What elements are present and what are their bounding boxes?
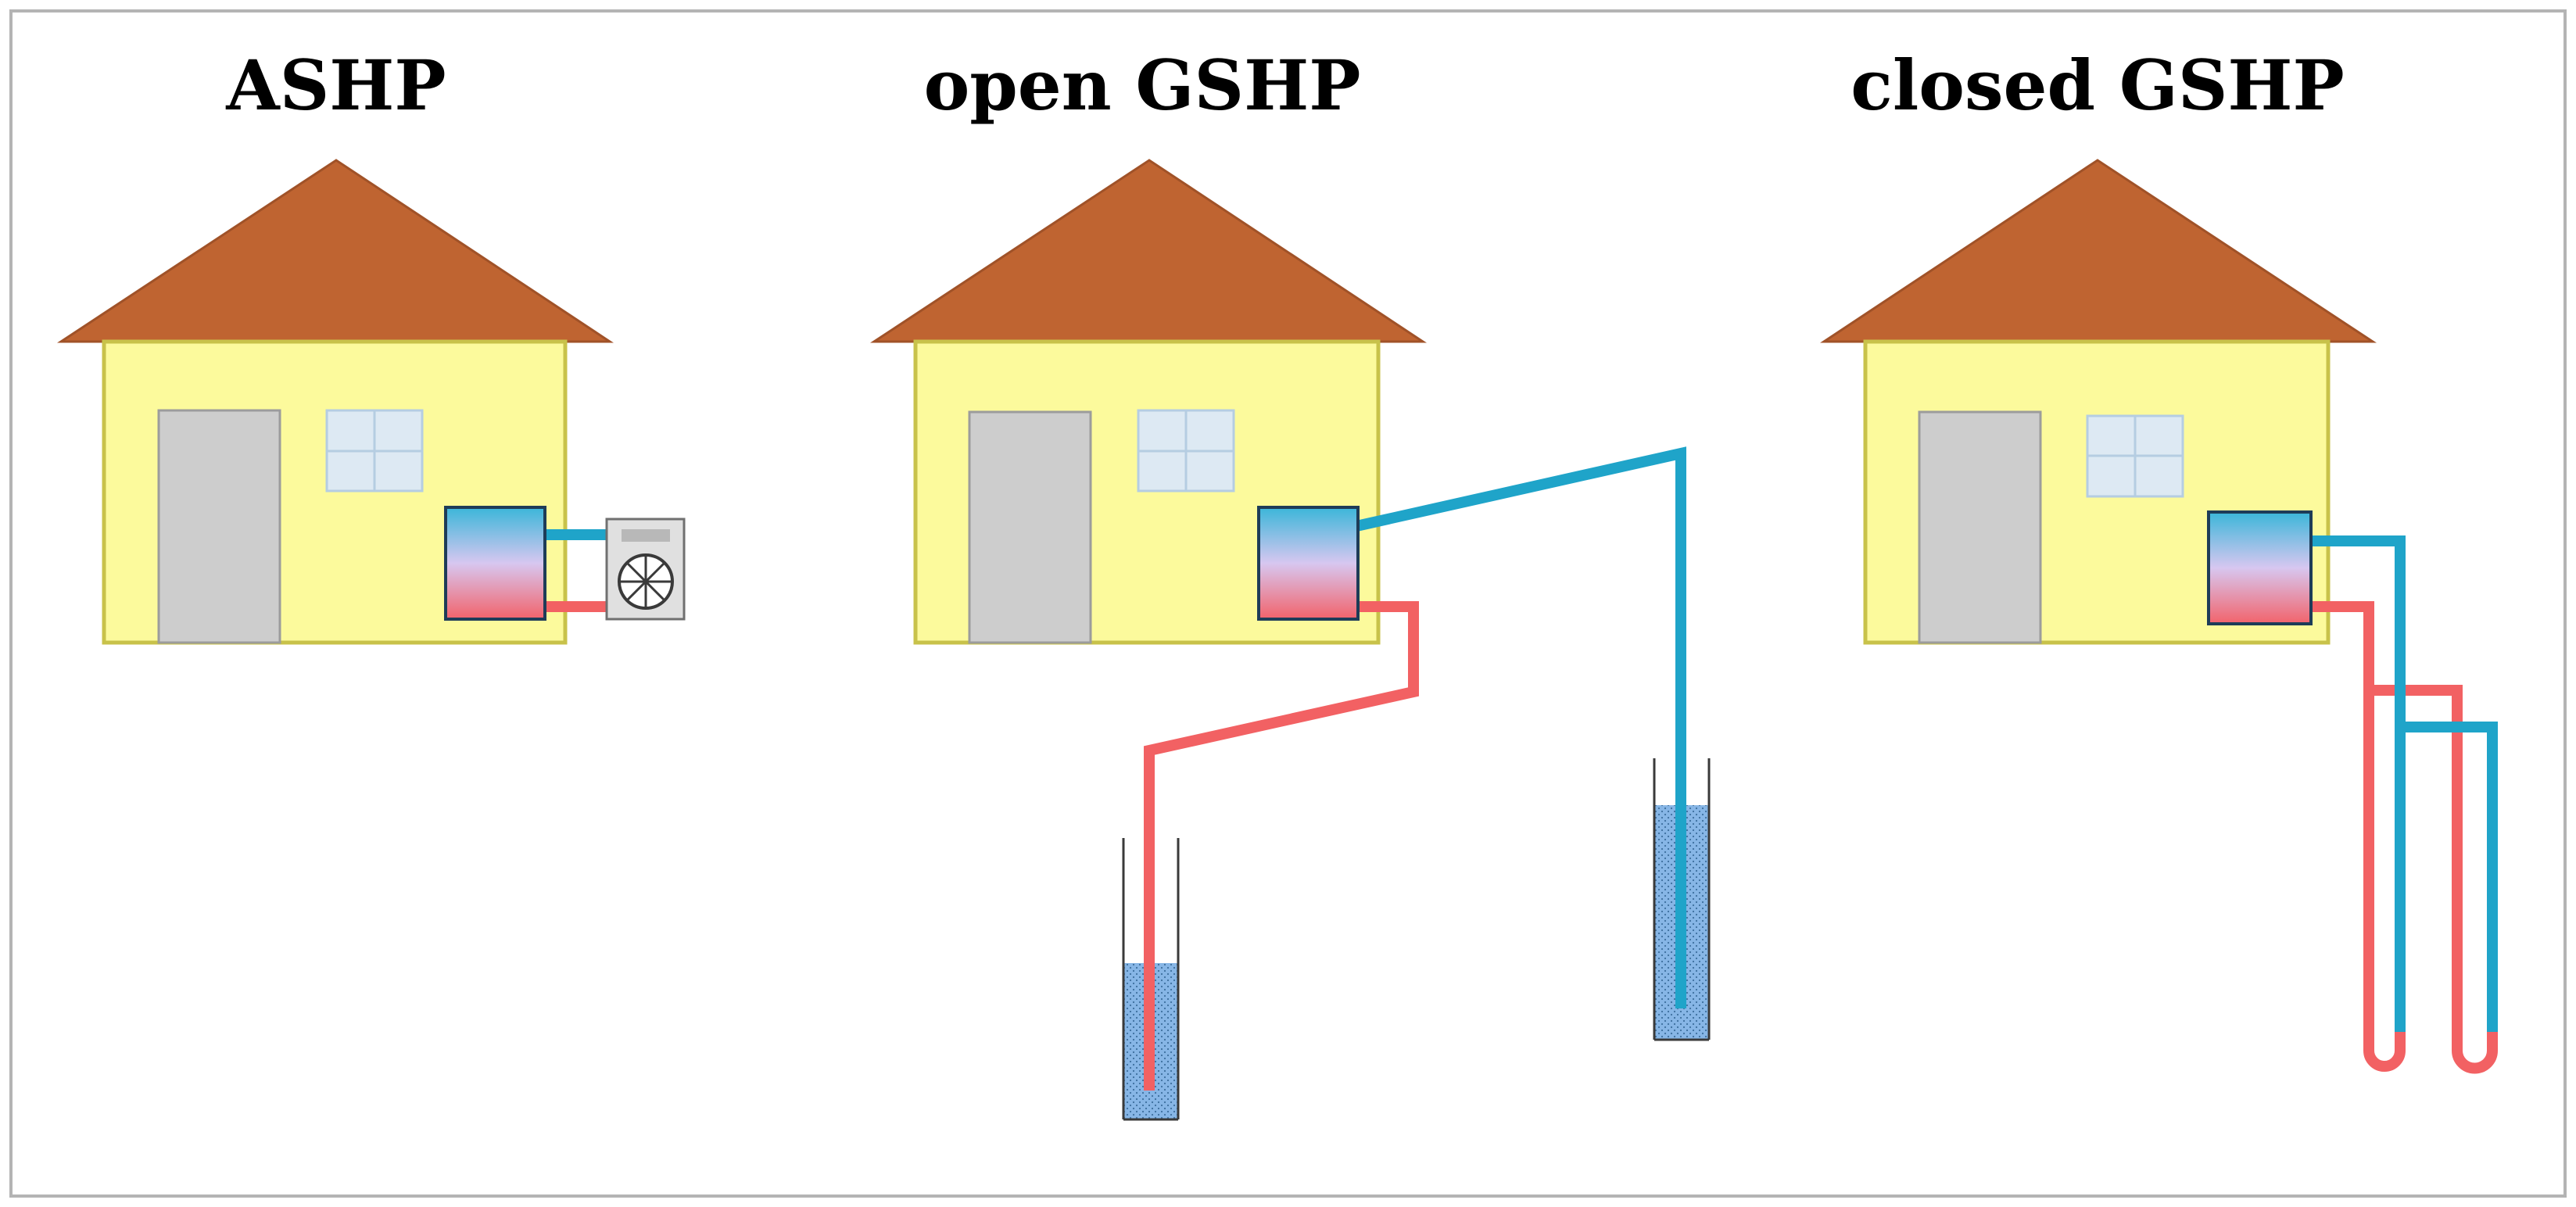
house-door: [157, 409, 281, 644]
title-open-gshp: open GSHP: [924, 45, 1361, 126]
house-door: [968, 410, 1092, 644]
air-source-outdoor-unit-icon: [605, 518, 686, 621]
borehole-u-loop-icon: [2313, 535, 2498, 1074]
house-window: [1137, 409, 1235, 492]
panel-ashp: ASHP: [56, 45, 686, 645]
fan-icon: [618, 553, 674, 610]
pipe-cold: [1355, 446, 1686, 1008]
panel-open-gshp: open GSHP: [869, 45, 1711, 1121]
title-closed-gshp: closed GSHP: [1850, 45, 2344, 126]
pipe-hot: [1144, 601, 1419, 1091]
heat-pump-icon: [444, 506, 546, 621]
loop-bottom: [2363, 1032, 2406, 1072]
house-window: [325, 409, 424, 492]
title-ashp: ASHP: [225, 45, 446, 126]
loop-bottom: [2452, 1032, 2498, 1074]
pipe-cold: [2400, 722, 2498, 1035]
heat-pump-icon: [1257, 506, 1360, 621]
house-window: [2086, 414, 2184, 498]
panel-closed-gshp: closed GSHP: [1820, 45, 2498, 1074]
house-door: [1918, 410, 2042, 644]
pipe-cold: [2313, 535, 2406, 1035]
heat-pump-icon: [2207, 510, 2313, 625]
pipe-hot: [2313, 601, 2374, 1035]
